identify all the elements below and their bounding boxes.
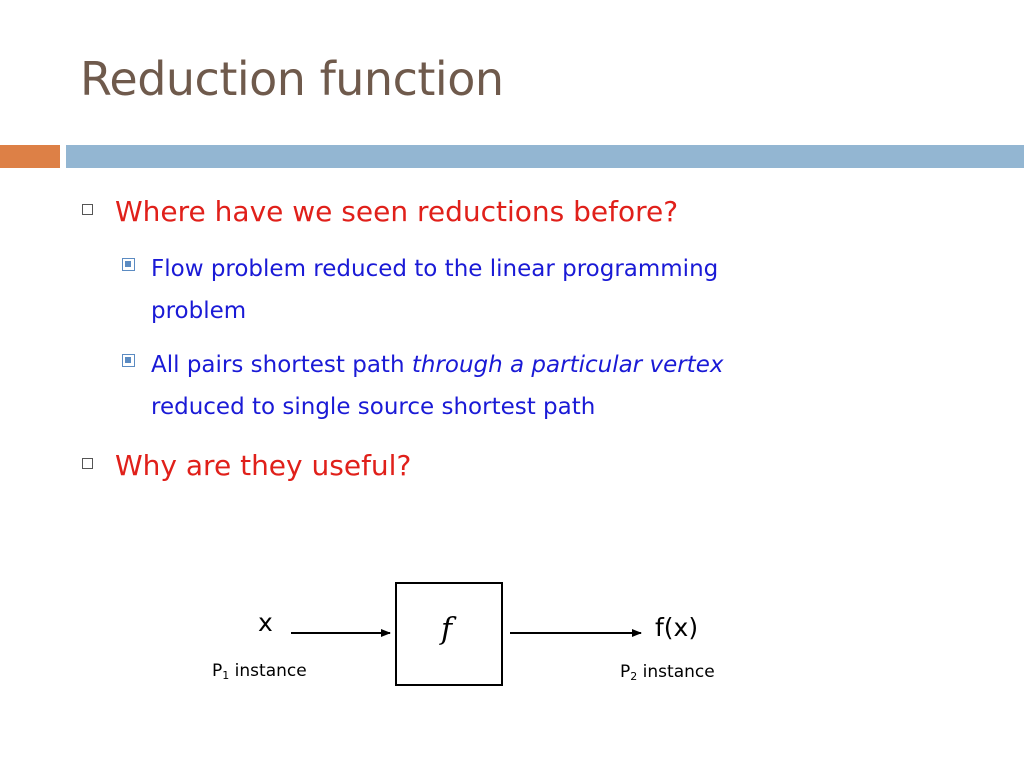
instance-suffix: instance — [642, 662, 715, 682]
instance-suffix: instance — [234, 661, 307, 681]
sub-bullet-text: Flow problem reduced to the linear progr… — [151, 248, 718, 332]
header-divider-bar — [66, 145, 1024, 168]
sub-bullet-text-italic: through a particular vertex — [411, 352, 724, 378]
sub-bullet-line: Flow problem reduced to the linear progr… — [151, 256, 719, 282]
output-label: f(x) — [655, 613, 699, 642]
sub-bullet-item: Flow problem reduced to the linear progr… — [122, 248, 882, 332]
instance-prefix: P — [620, 662, 631, 682]
input-instance-label: P1 instance — [212, 661, 307, 682]
bullet-text: Why are they useful? — [115, 449, 412, 482]
square-sub-bullet-icon — [122, 258, 135, 271]
sub-bullet-text-plain: All pairs shortest path — [151, 352, 412, 378]
sub-bullet-line: reduced to single source shortest path — [151, 394, 596, 420]
sub-bullet-text: All pairs shortest path through a partic… — [151, 344, 723, 428]
instance-subscript: 2 — [630, 670, 638, 683]
bullet-text: Where have we seen reductions before? — [115, 195, 679, 228]
hollow-square-bullet-icon — [82, 458, 93, 469]
hollow-square-bullet-icon — [82, 204, 93, 215]
sub-bullet-line: All pairs shortest path through a partic… — [151, 344, 723, 386]
bullet-item: Why are they useful? — [82, 446, 411, 486]
accent-bar — [0, 145, 60, 168]
output-instance-label: P2 instance — [620, 662, 715, 683]
sub-bullet-item: All pairs shortest path through a partic… — [122, 344, 882, 428]
instance-prefix: P — [212, 661, 223, 681]
square-sub-bullet-icon — [122, 354, 135, 367]
instance-subscript: 1 — [222, 669, 230, 682]
slide-title: Reduction function — [80, 52, 504, 106]
function-box — [395, 582, 503, 686]
function-label: f — [441, 612, 453, 647]
sub-bullet-line: problem — [151, 298, 247, 324]
input-label: x — [258, 608, 273, 637]
bullet-item: Where have we seen reductions before? — [82, 192, 678, 232]
